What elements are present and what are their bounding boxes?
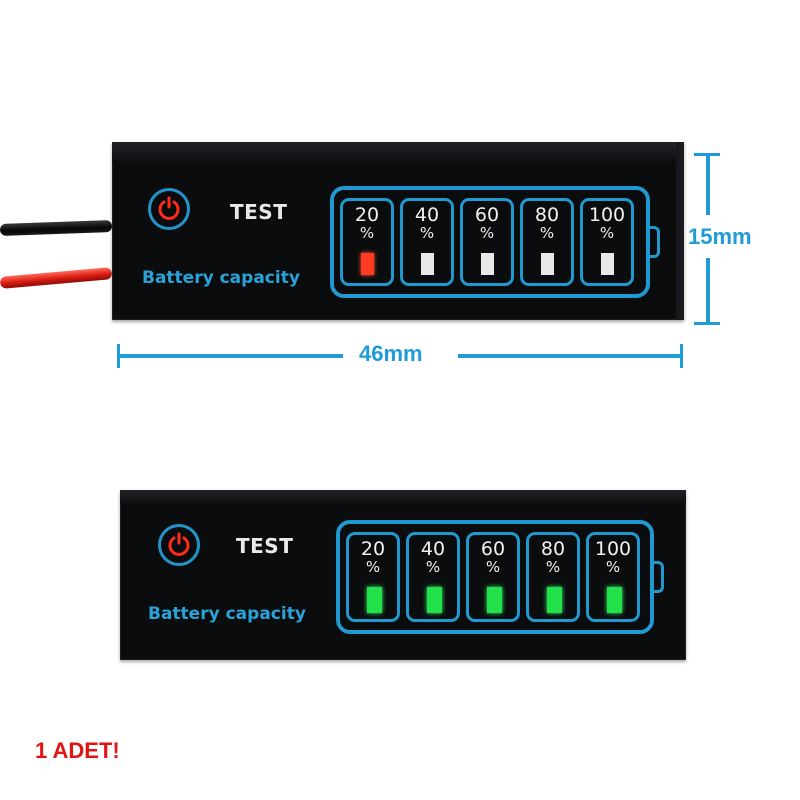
level-cell-20: 20 % <box>346 532 400 622</box>
percent-sign: % <box>425 558 441 576</box>
percent-sign: % <box>599 224 615 242</box>
level-cell-60: 60 % <box>460 198 514 286</box>
test-button-ring[interactable] <box>158 524 200 566</box>
level-cell-60: 60 % <box>466 532 520 622</box>
module-side-edge <box>676 142 684 320</box>
test-button-ring[interactable] <box>148 188 190 230</box>
red-wire <box>0 267 113 289</box>
percent-sign: % <box>545 558 561 576</box>
battery-capacity-label: Battery capacity <box>142 268 300 288</box>
led-indicator-off <box>481 253 494 275</box>
level-cell-100: 100 % <box>586 532 640 622</box>
level-cell-40: 40 % <box>400 198 454 286</box>
level-value: 80 <box>540 538 566 560</box>
percent-sign: % <box>365 558 381 576</box>
percent-sign: % <box>605 558 621 576</box>
level-value: 40 <box>420 538 446 560</box>
led-indicator-lit <box>547 587 562 613</box>
dimension-line-vertical-lower <box>706 258 710 324</box>
dimension-line-horizontal-right <box>458 354 682 358</box>
percent-sign: % <box>359 224 375 242</box>
led-indicator-lit <box>487 587 502 613</box>
level-value: 60 <box>474 204 500 226</box>
level-cell-40: 40 % <box>406 532 460 622</box>
level-cell-20: 20 % <box>340 198 394 286</box>
black-wire <box>0 220 113 236</box>
percent-sign: % <box>485 558 501 576</box>
battery-indicator-module-top: TEST Battery capacity 20 % 40 % 60 % 80 … <box>112 142 684 320</box>
led-indicator-off <box>421 253 434 275</box>
level-cell-100: 100 % <box>580 198 634 286</box>
level-value: 40 <box>414 204 440 226</box>
dimension-line-horizontal-left <box>117 354 343 358</box>
level-value: 80 <box>534 204 560 226</box>
level-value: 20 <box>360 538 386 560</box>
power-icon <box>158 196 180 220</box>
dimension-tick-right <box>680 344 683 368</box>
level-value: 100 <box>594 538 632 560</box>
module-top-edge <box>112 142 684 162</box>
led-indicator-lit <box>427 587 442 613</box>
percent-sign: % <box>419 224 435 242</box>
percent-sign: % <box>479 224 495 242</box>
dimension-tick-bottom <box>694 322 720 325</box>
battery-terminal <box>650 226 660 258</box>
led-indicator-lit <box>367 587 382 613</box>
percent-sign: % <box>539 224 555 242</box>
battery-capacity-label: Battery capacity <box>148 604 306 624</box>
led-indicator-lit <box>361 253 374 275</box>
battery-outline: 20 % 40 % 60 % 80 % 100 % <box>336 520 654 634</box>
power-icon <box>168 532 190 556</box>
dimension-line-vertical-upper <box>706 153 710 215</box>
test-label: TEST <box>230 200 288 224</box>
dimension-label-width: 46mm <box>359 341 423 366</box>
led-indicator-off <box>601 253 614 275</box>
level-value: 60 <box>480 538 506 560</box>
battery-indicator-module-bottom: TEST Battery capacity 20 % 40 % 60 % 80 … <box>120 490 686 660</box>
level-value: 100 <box>588 204 626 226</box>
level-cell-80: 80 % <box>520 198 574 286</box>
battery-terminal <box>654 561 664 593</box>
level-cell-80: 80 % <box>526 532 580 622</box>
led-indicator-off <box>541 253 554 275</box>
battery-outline: 20 % 40 % 60 % 80 % 100 % <box>330 186 650 298</box>
test-label: TEST <box>236 534 294 558</box>
level-value: 20 <box>354 204 380 226</box>
quantity-note: 1 ADET! <box>35 738 120 763</box>
led-indicator-lit <box>607 587 622 613</box>
dimension-label-height: 15mm <box>688 224 752 249</box>
module-top-edge <box>120 490 686 504</box>
